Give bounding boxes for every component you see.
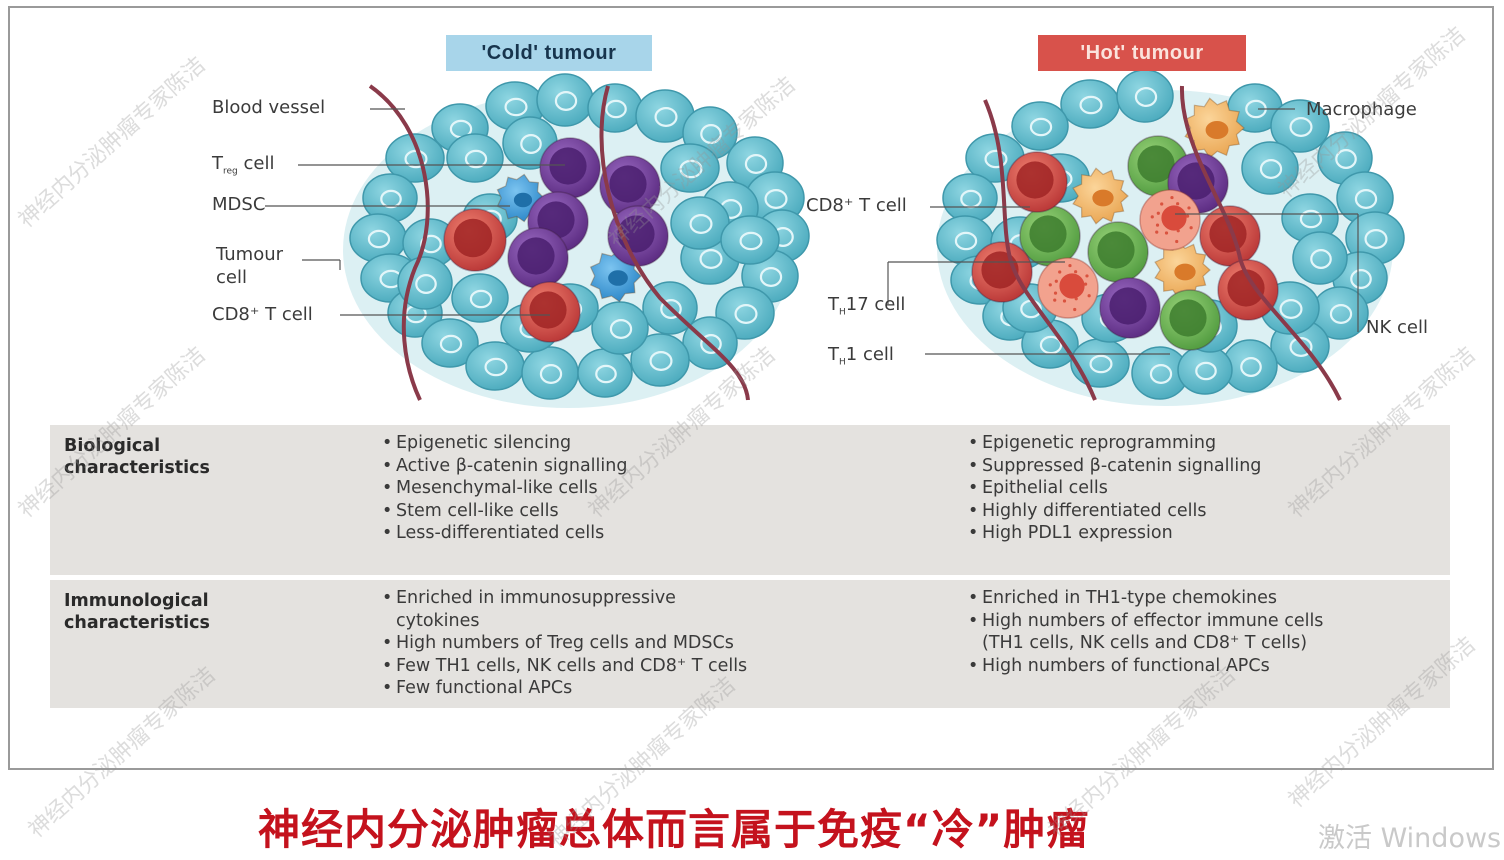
list-item: Few functional APCs [380, 677, 747, 700]
tumour-cell [587, 83, 643, 133]
label-tumour-cell-line2: cell [216, 267, 247, 288]
tumour-cell [1060, 79, 1120, 129]
tumour-cell [421, 318, 479, 368]
list-item: Suppressed β-catenin signalling [966, 455, 1261, 478]
cd8-t-cell [1006, 151, 1068, 213]
blood-vessel [983, 99, 1097, 401]
cd8-t-cell [971, 241, 1033, 303]
label-mdsc: MDSC [212, 194, 266, 215]
treg-cell [599, 155, 661, 217]
list-item: Highly differentiated cells [966, 500, 1261, 523]
th1-cell [1019, 205, 1081, 267]
label-treg-cell: Treg cell [212, 153, 275, 177]
tumour-cell [1292, 231, 1348, 285]
hot-biological-list: Epigenetic reprogramming Suppressed β-ca… [966, 432, 1261, 545]
list-item: Epigenetic silencing [380, 432, 627, 455]
hot-tumour-title: 'Hot' tumour [1038, 35, 1246, 71]
tumour-cell [451, 273, 509, 323]
th17-cell [1037, 257, 1099, 319]
figure-frame: 'Cold' tumour 'Hot' tumour Blood vessel … [8, 6, 1494, 770]
list-item: Few TH1 cells, NK cells and CD8⁺ T cells [380, 655, 747, 678]
treg-cell [607, 205, 669, 267]
treg-cell [539, 137, 601, 199]
tumour-cell [591, 301, 649, 355]
label-hot-cd8-t-cell: CD8⁺ T cell [806, 195, 907, 216]
cold-immunological-list: Enriched in immunosuppressive cytokines … [380, 587, 747, 700]
tumour-cell [397, 256, 453, 310]
label-nk-cell: NK cell [1366, 317, 1428, 338]
immunological-heading: Immunological characteristics [64, 591, 210, 633]
biological-characteristics-row: Biological characteristics Epigenetic si… [50, 425, 1450, 575]
list-item: Enriched in immunosuppressive cytokines [380, 587, 746, 632]
nk-cell [1199, 205, 1261, 267]
macrophage-cell [1072, 167, 1129, 225]
treg-cell [1099, 277, 1161, 339]
biological-heading: Biological characteristics [64, 436, 210, 478]
th1-cell [1087, 221, 1149, 283]
label-th1-cell: TH1 cell [828, 344, 894, 368]
list-item: High PDL1 expression [966, 522, 1261, 545]
blood-vessel [1179, 85, 1342, 401]
tumour-cell [446, 133, 504, 183]
tumour-cell [1011, 101, 1069, 151]
tumour-cell [536, 73, 594, 127]
tumour-cell [521, 346, 579, 400]
list-item: Epithelial cells [966, 477, 1261, 500]
list-item: High numbers of functional APCs [966, 655, 1352, 678]
list-item: High numbers of effector immune cells (T… [966, 610, 1352, 655]
tumour-cell [720, 215, 780, 265]
tumour-cell [1177, 345, 1233, 395]
tumour-cell [1270, 99, 1330, 153]
nk-cell [1217, 259, 1279, 321]
list-item: Less-differentiated cells [380, 522, 627, 545]
windows-activation-overlay: 激活 Windows [1318, 823, 1502, 854]
label-leader-lines [265, 108, 1359, 355]
cd8-t-cell [519, 281, 581, 343]
label-th17-cell: TH17 cell [828, 294, 906, 318]
list-item: Epigenetic reprogramming [966, 432, 1261, 455]
immunological-characteristics-row: Immunological characteristics Enriched i… [50, 580, 1450, 708]
hot-immunological-list: Enriched in TH1-type chemokines High num… [966, 587, 1352, 677]
tumour-cell [1241, 141, 1299, 195]
tumour-cell [1116, 69, 1174, 123]
tumour-cell [1131, 346, 1189, 400]
tumour-cell [385, 133, 445, 183]
macrophage-cell [1154, 241, 1211, 299]
cd8-t-cell [443, 208, 507, 272]
blood-vessel [599, 85, 750, 401]
label-cold-cd8-t-cell: CD8⁺ T cell [212, 304, 313, 325]
label-macrophage: Macrophage [1306, 99, 1417, 120]
blood-vessel [368, 84, 430, 401]
tumour-cell [577, 348, 633, 398]
list-item: High numbers of Treg cells and MDSCs [380, 632, 747, 655]
treg-cell [507, 227, 569, 289]
tumour-cell [1070, 338, 1130, 388]
nk-cell [1139, 189, 1201, 251]
list-item: Stem cell-like cells [380, 500, 627, 523]
diagram-illustration [265, 69, 1405, 408]
tumour-cell [1222, 339, 1278, 393]
hot-tumour-cluster [936, 69, 1405, 406]
cold-biological-list: Epigenetic silencing Active β-catenin si… [380, 432, 627, 545]
tumour-cell [630, 333, 690, 387]
list-item: Mesenchymal-like cells [380, 477, 627, 500]
list-item: Active β-catenin signalling [380, 455, 627, 478]
tumour-cell [660, 143, 720, 193]
label-tumour-cell-line1: Tumour [216, 244, 284, 265]
slide-caption: 神经内分泌肿瘤总体而言属于免疫“冷”肿瘤 [258, 805, 1090, 854]
macrophage-cell [1184, 97, 1245, 159]
list-item: Enriched in TH1-type chemokines [966, 587, 1352, 610]
cold-tumour-cluster [343, 73, 810, 408]
label-blood-vessel: Blood vessel [212, 97, 326, 118]
tumour-cell [965, 133, 1025, 183]
tumour-cell [942, 173, 998, 223]
cold-tumour-title: 'Cold' tumour [446, 35, 652, 71]
th1-cell [1159, 289, 1221, 351]
